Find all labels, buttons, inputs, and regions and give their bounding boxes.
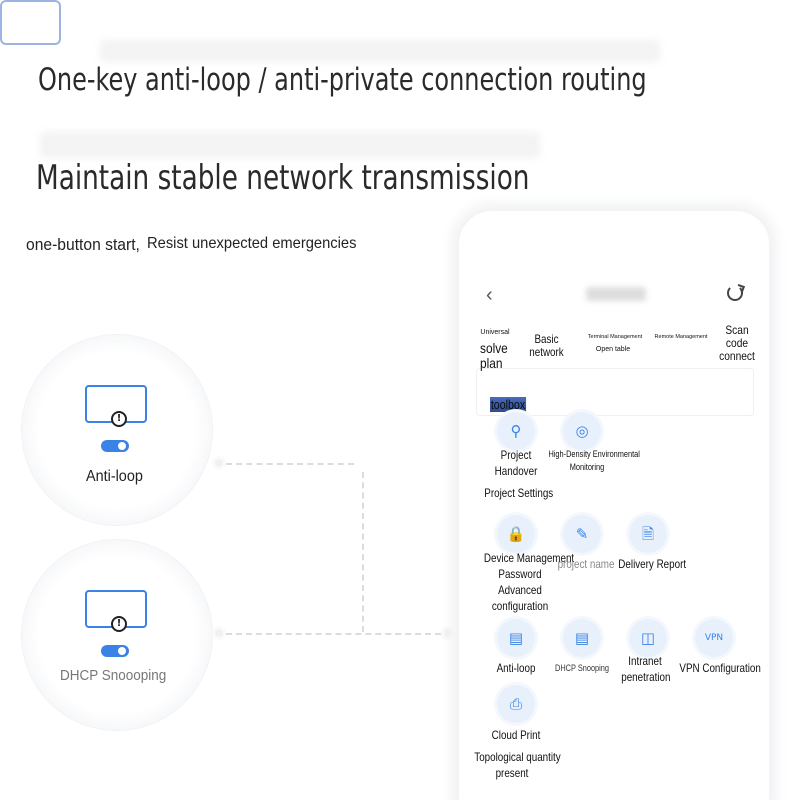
tool-project-name[interactable]: project name: [557, 557, 615, 571]
feature-label-anti-loop: Anti-loop: [86, 468, 143, 485]
tool-topological-quantity[interactable]: Topological quantity present: [474, 749, 561, 781]
tab-scan-code-connect[interactable]: Scan code connect: [716, 323, 759, 364]
tool-label: Project: [500, 448, 532, 462]
document-icon[interactable]: 🗎: [629, 515, 667, 553]
toggle-icon: [101, 645, 129, 657]
tool-anti-loop[interactable]: Anti-loop: [496, 661, 536, 675]
tab-connect-label: connect: [719, 349, 755, 364]
tab-scan-label: Scan code: [725, 323, 749, 351]
printer-icon[interactable]: ⎙: [497, 685, 535, 723]
tool-label: penetration: [621, 670, 671, 684]
connector-dot: [212, 456, 226, 470]
network-icon[interactable]: ◫: [629, 619, 667, 657]
tab-basic-network-highlight[interactable]: [0, 0, 61, 45]
tab-solve-plan[interactable]: solve plan: [480, 340, 508, 372]
subtitle-resist-emergencies: Resist unexpected emergencies: [147, 235, 357, 252]
lock-icon[interactable]: 🔒: [497, 515, 535, 553]
toggle-icon: [101, 440, 129, 452]
tab-terminal-management[interactable]: Terminal Management: [587, 334, 643, 340]
headline-stable-transmission: Maintain stable network transmission: [36, 158, 530, 198]
tool-label: present: [495, 766, 529, 780]
tool-project-settings[interactable]: Project Settings: [484, 486, 554, 500]
connector-line: [226, 633, 441, 635]
monitor-icon[interactable]: ▤: [497, 619, 535, 657]
vpn-icon[interactable]: VPN: [695, 619, 733, 657]
monitor-warning-icon: !: [85, 385, 147, 427]
tool-label: Intranet: [628, 654, 662, 668]
tool-intranet-penetration[interactable]: Intranet penetration: [621, 653, 671, 685]
faded-background-text: [100, 40, 660, 62]
tool-label: High-Density Environmental: [548, 449, 640, 459]
chevron-left-icon[interactable]: ‹: [486, 284, 493, 306]
feature-label-dhcp-snooping: DHCP Snoooping: [60, 667, 167, 684]
faded-background-text: [40, 132, 540, 158]
tool-label: Password: [498, 567, 542, 581]
tab-solve-label: solve: [480, 340, 508, 356]
tool-project-handover[interactable]: Project Handover: [495, 447, 538, 479]
connector-dot: [212, 626, 226, 640]
dhcp-snooping-feature-circle: [22, 540, 212, 730]
key-icon[interactable]: ⚲: [497, 412, 535, 450]
refresh-icon[interactable]: [727, 285, 743, 301]
tool-label: Advanced: [498, 583, 542, 597]
tool-dhcp-snooping[interactable]: DHCP Snooping: [554, 663, 610, 673]
toolbox-title: toolbox: [490, 397, 527, 412]
tool-high-density-monitoring[interactable]: High-Density Environmental Monitoring: [548, 448, 640, 474]
tool-device-password[interactable]: Device Management Password Advanced conf…: [483, 550, 575, 614]
tool-label: configuration: [491, 599, 549, 613]
subtitle-one-button-start: one-button start,: [26, 235, 140, 254]
blurred-title: [586, 287, 646, 301]
tab-universal[interactable]: Universal: [480, 329, 510, 336]
tab-basic-network[interactable]: Basic network: [529, 332, 564, 360]
anti-loop-feature-circle: [22, 335, 212, 525]
monitor-warning-icon: !: [85, 590, 147, 632]
tool-delivery-report[interactable]: Delivery Report: [618, 557, 687, 571]
monitor-icon[interactable]: ▤: [563, 619, 601, 657]
tool-label: Device Management: [483, 551, 575, 565]
tool-label: Handover: [494, 464, 538, 478]
connector-dot: [441, 626, 455, 640]
tab-panel-background: [476, 368, 754, 416]
connector-line: [362, 472, 364, 632]
tab-remote-management[interactable]: Remote Management: [654, 334, 708, 340]
tool-cloud-print[interactable]: Cloud Print: [491, 728, 541, 742]
tool-label: Topological quantity: [474, 750, 561, 764]
tab-plan-label: plan: [480, 355, 503, 372]
tab-open-table[interactable]: Open table: [595, 346, 631, 353]
connector-line: [226, 463, 354, 465]
tool-label: Monitoring: [569, 462, 605, 472]
tool-vpn-configuration[interactable]: VPN Configuration: [679, 661, 761, 675]
radar-icon[interactable]: ◎: [563, 412, 601, 450]
headline-anti-loop: One-key anti-loop / anti-private connect…: [38, 62, 647, 98]
edit-icon[interactable]: ✎: [563, 515, 601, 553]
